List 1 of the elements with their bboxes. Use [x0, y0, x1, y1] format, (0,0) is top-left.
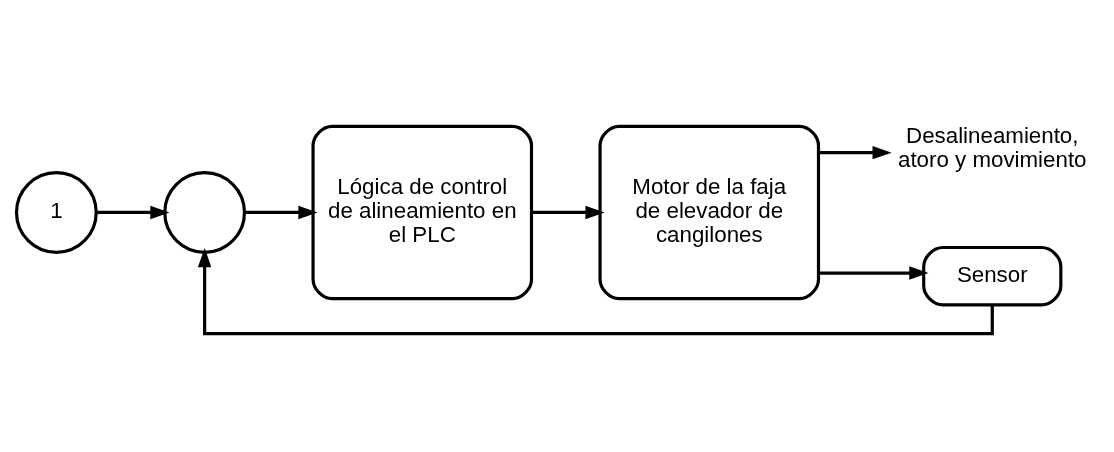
node-text: Desalineamiento, atoro y movimiento: [898, 122, 1087, 172]
